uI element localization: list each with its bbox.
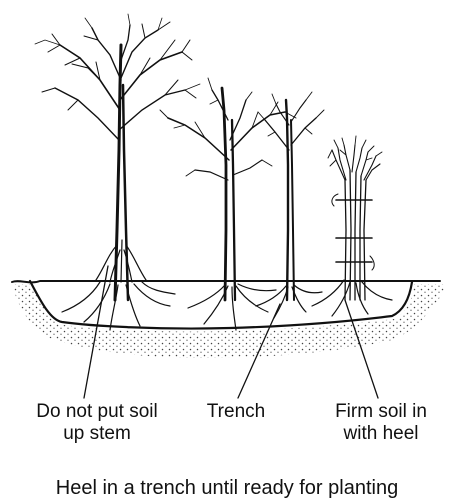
label-soil-stem: Do not put soil up stem	[12, 401, 182, 445]
label-trench: Trench	[196, 401, 276, 423]
tree-middle	[160, 78, 296, 330]
soil-stipple	[14, 284, 444, 358]
leader-line-heel	[345, 300, 378, 398]
label-soil-stem-line2: up stem	[12, 423, 182, 445]
label-heel-line2: with heel	[316, 423, 446, 445]
tree-tall	[35, 14, 200, 330]
label-trench-text: Trench	[196, 401, 276, 423]
label-heel-line1: Firm soil in	[316, 401, 446, 423]
label-heel: Firm soil in with heel	[316, 401, 446, 445]
label-soil-stem-line1: Do not put soil	[12, 401, 182, 423]
tied-bundle	[312, 136, 392, 316]
figure-caption: Heel in a trench until ready for plantin…	[0, 476, 454, 500]
tree-slender	[256, 92, 324, 318]
